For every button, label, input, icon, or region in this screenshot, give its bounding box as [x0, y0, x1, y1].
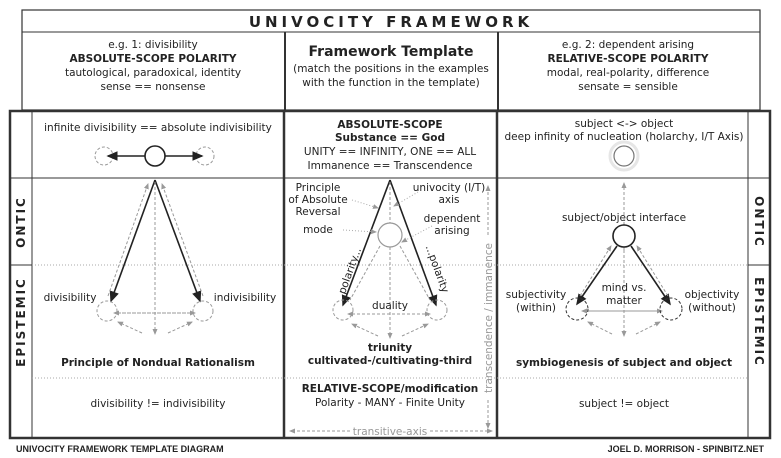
header-left-heading: ABSOLUTE-SCOPE POLARITY [69, 53, 236, 65]
label-dependent-line2: arising [434, 225, 469, 237]
label-axis-line1: univocity (I/T) [413, 182, 485, 194]
label-polarity-right: ...polarity [423, 243, 451, 294]
label-principle-line1: Principle [296, 182, 341, 194]
header-right-line4: sensate = sensible [578, 81, 678, 93]
pole-label-divisibility: divisibility [44, 292, 97, 304]
header-left-line3: tautological, paradoxical, identity [65, 67, 241, 79]
right-top1: subject <-> object [575, 118, 673, 130]
middle-top1: ABSOLUTE-SCOPE [337, 119, 442, 131]
label-matter: matter [606, 295, 642, 307]
footer-left: UNIVOCITY FRAMEWORK TEMPLATE DIAGRAM [16, 444, 224, 454]
ontic-label-right: ONTIC [752, 196, 766, 248]
label-objectivity: objectivity [685, 289, 740, 301]
header-right-line1: e.g. 2: dependent arising [562, 39, 694, 51]
polarity-arrow [630, 245, 671, 306]
pole-circle [195, 146, 215, 166]
polarity-arrow [576, 245, 618, 306]
dashed-relations [96, 182, 214, 335]
label-within: (within) [516, 302, 556, 314]
label-subjectivity: subjectivity [506, 289, 566, 301]
label-relative-scope: RELATIVE-SCOPE/modification [302, 383, 479, 395]
middle-top4: Immanence == Transcendence [308, 160, 473, 172]
unity-circle [144, 145, 166, 167]
header-middle-line3: with the function in the template) [302, 77, 479, 89]
middle-top3: UNITY == INFINITY, ONE == ALL [304, 146, 476, 158]
left-bottom-text: divisibility != indivisibility [91, 398, 226, 410]
right-bottom-text: subject != object [579, 398, 669, 410]
label-transcendence-immanence: transcendence / immanence [483, 243, 495, 393]
epistemic-label-left: EPISTEMIC [14, 277, 28, 367]
header-right-line3: modal, real-polarity, difference [547, 67, 709, 79]
label-dependent-line1: dependent [424, 213, 481, 225]
label-transitive-axis: transitive-axis [353, 426, 427, 438]
label-mind: mind vs. [602, 282, 647, 294]
polarity-arrow [341, 179, 391, 307]
middle-top2: Substance == God [335, 132, 445, 144]
header-middle-heading: Framework Template [309, 44, 474, 60]
diagram-title: UNIVOCITY FRAMEWORK [249, 13, 533, 31]
pole-label-indivisibility: indivisibility [214, 292, 276, 304]
label-third: cultivated-/cultivating-third [308, 355, 472, 367]
mode-circle [377, 222, 403, 248]
header-middle-line2: (match the positions in the examples [293, 63, 489, 75]
right-principle: symbiogenesis of subject and object [516, 357, 732, 369]
nucleation-circle [613, 145, 635, 167]
label-without: (without) [688, 302, 736, 314]
polarity-arrow [389, 179, 438, 307]
header-left-line4: sense == nonsense [100, 81, 205, 93]
nucleation-glow [608, 140, 640, 172]
main-frame [8, 109, 772, 440]
polarity-arrow [154, 179, 202, 303]
label-triunity: triunity [368, 342, 412, 354]
label-principle-line3: Reversal [295, 206, 340, 218]
epistemic-label-right: EPISTEMIC [752, 277, 766, 367]
header-right-heading: RELATIVE-SCOPE POLARITY [548, 53, 709, 65]
label-principle-line2: of Absolute [288, 194, 347, 206]
header-left-line1: e.g. 1: divisibility [108, 39, 198, 51]
label-duality: duality [372, 300, 408, 312]
label-polarity-left: polarity... [336, 246, 364, 296]
dashed-relations [332, 182, 448, 339]
dashed-relations [565, 182, 683, 337]
right-top2: deep infinity of nucleation (holarchy, I… [504, 131, 743, 143]
footer-right: JOEL D. MORRISON - SPINBITZ.NET [608, 444, 765, 454]
label-polarity-many: Polarity - MANY - Finite Unity [315, 397, 465, 409]
left-principle: Principle of Nondual Rationalism [61, 357, 255, 369]
label-axis-line2: axis [438, 194, 459, 206]
ontic-label-left: ONTIC [14, 196, 28, 248]
interface-circle [612, 224, 636, 248]
label-mode: mode [303, 224, 333, 236]
polarity-arrow [109, 179, 156, 303]
left-top-text: infinite divisibility == absolute indivi… [44, 122, 272, 134]
